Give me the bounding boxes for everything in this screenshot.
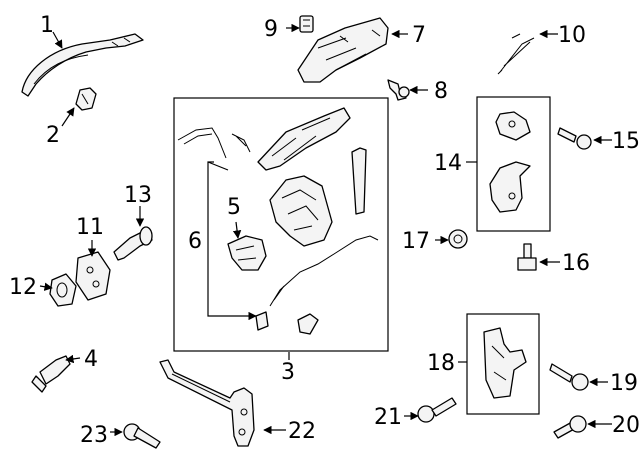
hinge-kit-box-18 (466, 313, 540, 415)
part-20-bolt (553, 415, 587, 439)
part-23-bolt (123, 423, 161, 449)
part-19-bolt (549, 363, 589, 391)
callout-4: 4 (84, 347, 98, 372)
part-14-brackets (489, 111, 531, 213)
part-10-rod (497, 33, 535, 75)
part-16-stud (517, 243, 537, 271)
part-13-bumper (113, 226, 153, 261)
callout-15: 15 (612, 129, 640, 154)
callout-9: 9 (264, 17, 278, 42)
part-4-plug (31, 355, 71, 393)
callout-14: 14 (434, 151, 462, 176)
bracket-kit-box-14 (476, 96, 551, 232)
leader-lines (39, 23, 612, 437)
part-3-lock-assembly (177, 107, 379, 335)
callout-5: 5 (227, 195, 241, 220)
part-8-bolt (387, 79, 410, 101)
callout-23: 23 (80, 423, 108, 448)
part-7-handle-frame (297, 17, 389, 83)
part-9-clip (299, 15, 314, 33)
callout-2: 2 (46, 123, 60, 148)
callout-10: 10 (558, 23, 586, 48)
part-21-bolt (417, 397, 457, 423)
part-11-hinge-plate (75, 251, 111, 301)
part-22-door-check (159, 359, 255, 447)
lock-assembly-box (173, 97, 389, 352)
callout-22: 22 (288, 419, 316, 444)
part-12-seal (49, 273, 77, 307)
part-1-outside-handle (21, 33, 144, 97)
callout-labels: 1 2 3 4 5 6 7 8 9 10 11 12 13 14 15 16 1… (9, 13, 640, 448)
callout-13: 13 (124, 183, 152, 208)
callout-18: 18 (427, 351, 455, 376)
part-17-nut (448, 229, 468, 249)
callout-8: 8 (434, 79, 448, 104)
callout-16: 16 (562, 251, 590, 276)
callout-19: 19 (610, 371, 638, 396)
callout-21: 21 (374, 405, 402, 430)
callout-3: 3 (281, 360, 295, 385)
callout-11: 11 (76, 215, 104, 240)
callout-17: 17 (402, 229, 430, 254)
callout-6: 6 (188, 229, 202, 254)
part-2-handle-pad (75, 87, 97, 111)
callout-7: 7 (412, 23, 426, 48)
part-18-hinge (483, 327, 527, 399)
part-15-screw (557, 127, 592, 150)
callout-12: 12 (9, 275, 37, 300)
callout-20: 20 (612, 413, 640, 438)
callout-1: 1 (40, 13, 54, 38)
